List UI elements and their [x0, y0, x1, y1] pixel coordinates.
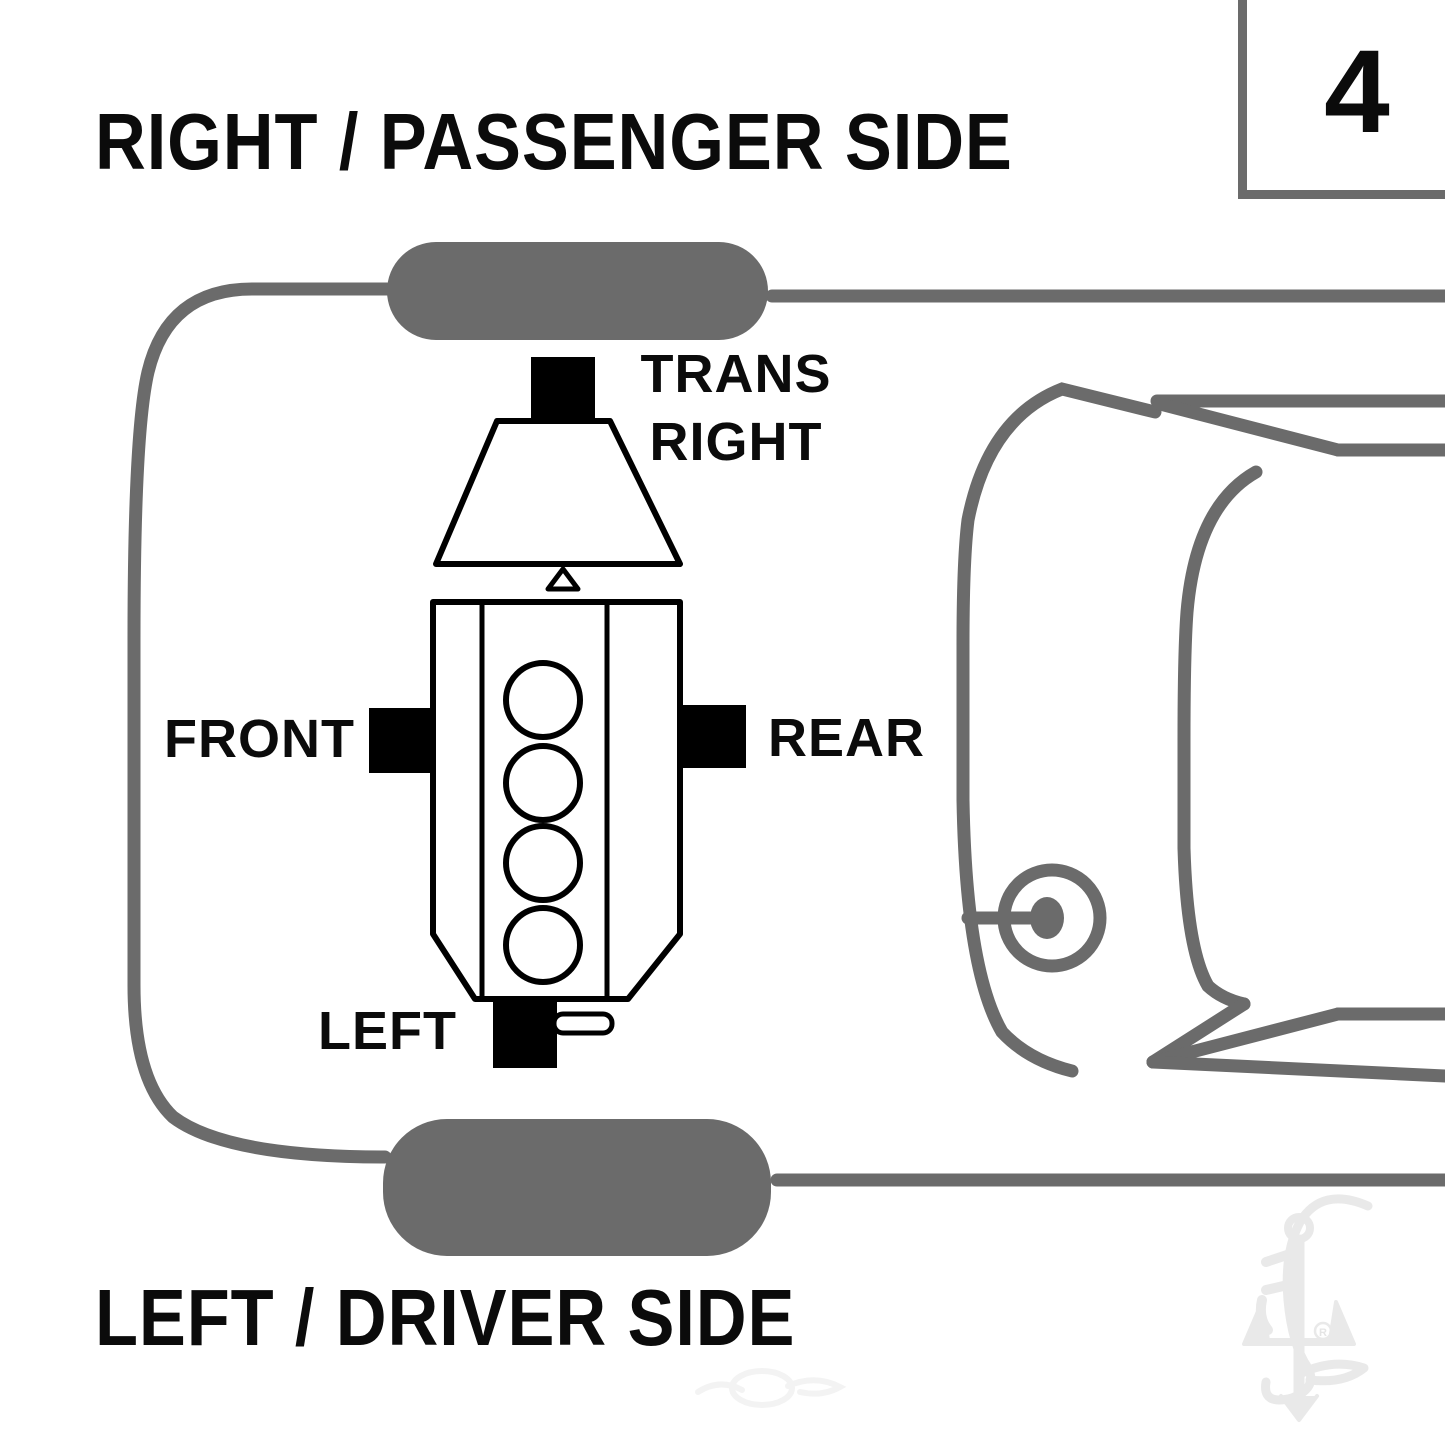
anchor-logo-watermark: R	[1242, 1194, 1373, 1422]
trans-label-line2: RIGHT	[649, 411, 823, 472]
left-mount-label: LEFT	[318, 1001, 457, 1061]
cylinder-3	[503, 823, 583, 903]
driver-front-wheel	[383, 1119, 771, 1256]
trans-right-mount-label: TRANS RIGHT	[630, 341, 842, 476]
front-mount-label: FRONT	[164, 709, 355, 769]
cylinder-4	[503, 905, 583, 985]
transmission-outline	[433, 418, 683, 567]
front-bumper-line	[127, 282, 394, 1164]
rear-mount-block	[681, 705, 746, 768]
a-pillar-curve	[1177, 465, 1263, 1011]
trans-right-mount-block	[531, 357, 595, 419]
center-watermark-smudge	[695, 1368, 847, 1408]
car-body-outline	[127, 282, 1445, 1187]
steering-wheel	[961, 863, 1107, 973]
rear-mount-label: REAR	[768, 708, 926, 768]
left-mount-block	[493, 1002, 557, 1068]
figure-number-box: 4	[1238, 0, 1445, 199]
trans-label-line1: TRANS	[640, 344, 832, 404]
page-title-right-passenger: RIGHT / PASSENGER SIDE	[95, 97, 1013, 186]
passenger-front-wheel	[387, 242, 768, 340]
left-mount-tab	[551, 1011, 615, 1036]
cylinder-1	[503, 660, 583, 740]
page-title-left-driver: LEFT / DRIVER SIDE	[95, 1273, 796, 1362]
windshield-curve	[956, 382, 1162, 1078]
svg-text:R: R	[1319, 1327, 1327, 1339]
alignment-pointer	[545, 566, 581, 592]
figure-number: 4	[1324, 26, 1390, 158]
cylinder-2	[503, 743, 583, 823]
front-mount-block	[369, 708, 432, 773]
